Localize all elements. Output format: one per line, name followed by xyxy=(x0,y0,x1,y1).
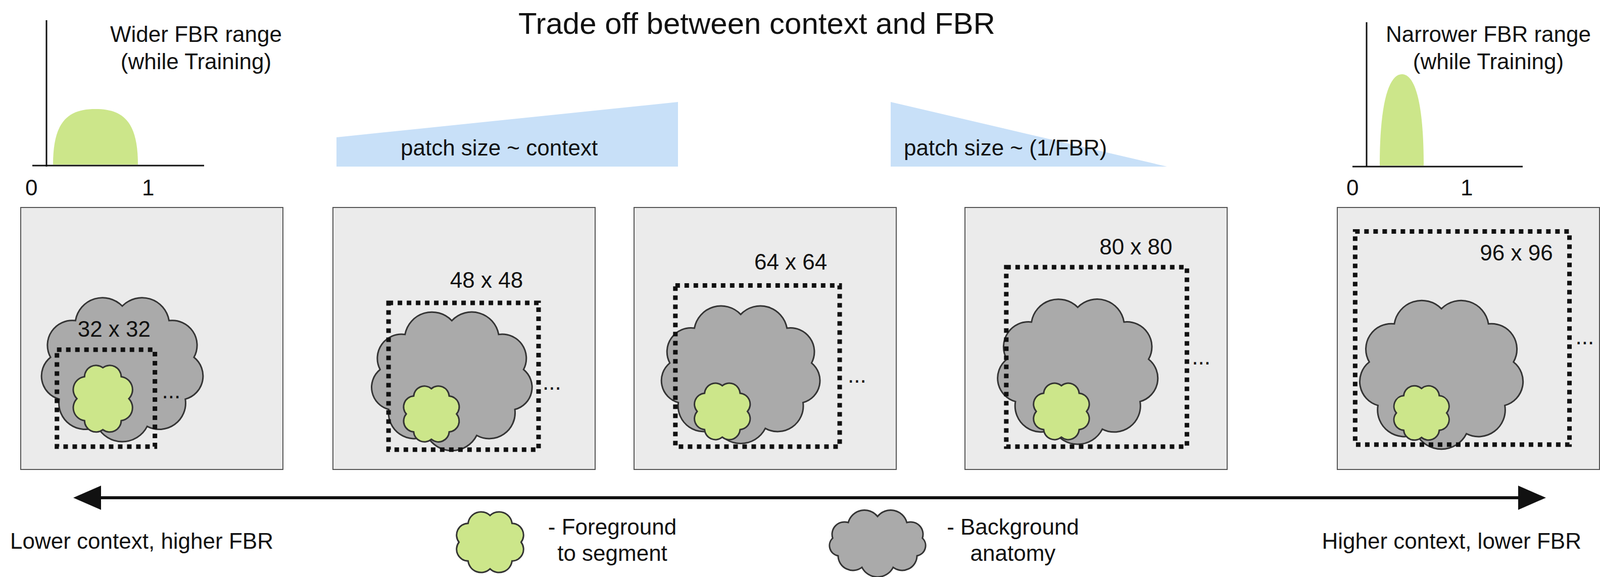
note-label: Higher context, lower FBR xyxy=(1321,527,1582,556)
panel-illustration xyxy=(333,208,595,470)
chart-axis xyxy=(1366,22,1368,167)
patch-square xyxy=(675,285,840,448)
patch-size-label: 96 x 96 xyxy=(1479,239,1553,267)
image-panel: 32 x 32... xyxy=(20,207,284,471)
axis-tick: 1 xyxy=(1460,174,1473,202)
axis-tick: 0 xyxy=(1346,174,1359,202)
background-anatomy xyxy=(371,312,533,452)
panel-illustration xyxy=(965,208,1227,470)
foreground-blob xyxy=(73,365,133,433)
legend-label: - Foreground to segment xyxy=(536,514,689,567)
image-panel: 64 x 64... xyxy=(633,207,897,471)
patch-size-label: 48 x 48 xyxy=(450,266,523,295)
image-panel: 80 x 80... xyxy=(964,207,1228,471)
background-anatomy xyxy=(41,298,204,443)
axis-tick: 1 xyxy=(141,174,155,202)
patch-size-label: 32 x 32 xyxy=(77,315,151,344)
panel-illustration xyxy=(1337,208,1599,470)
wedge-label: patch size ~ context xyxy=(400,134,598,162)
foreground-blob xyxy=(694,383,751,441)
patch-square xyxy=(1006,267,1188,448)
ellipsis-label: ... xyxy=(847,361,867,390)
wedge-band: patch size ~ (1/FBR) xyxy=(890,102,1168,167)
ellipsis-label: ... xyxy=(542,368,562,397)
panel-illustration xyxy=(634,208,896,470)
distribution-bump xyxy=(1379,74,1424,166)
legend-background-sample xyxy=(829,510,926,577)
patch-square xyxy=(1354,231,1570,445)
note-label: Lower context, higher FBR xyxy=(10,527,274,556)
patch-square xyxy=(388,303,539,451)
image-panel: 96 x 96... xyxy=(1336,207,1600,471)
background-anatomy xyxy=(997,299,1158,445)
note-label: Wider FBR range (while Training) xyxy=(100,20,293,76)
ellipsis-label: ... xyxy=(1191,343,1211,371)
distribution-bump xyxy=(53,109,138,165)
panel-illustration xyxy=(21,208,283,470)
wedge-fill xyxy=(336,102,678,167)
wedge-label: patch size ~ (1/FBR) xyxy=(903,134,1107,162)
foreground-blob xyxy=(403,386,460,443)
axis-tick: 0 xyxy=(25,174,38,202)
background-anatomy xyxy=(661,306,820,444)
patch-size-label: 64 x 64 xyxy=(754,248,828,276)
wedge-fill xyxy=(890,102,1168,167)
image-panel: 48 x 48... xyxy=(332,207,596,471)
foreground-blob xyxy=(1033,383,1090,441)
foreground-blob xyxy=(1393,385,1449,441)
arrow-head xyxy=(1518,486,1546,511)
wedge-band: patch size ~ context xyxy=(336,102,678,167)
chart-axis xyxy=(45,20,48,167)
legend-foreground-sample xyxy=(456,512,524,573)
patch-size-label: 80 x 80 xyxy=(1099,233,1173,261)
chart-axis xyxy=(1352,166,1523,168)
patch-square xyxy=(57,350,156,448)
ellipsis-label: ... xyxy=(162,377,181,405)
double-arrow-line xyxy=(88,496,1531,500)
ellipsis-label: ... xyxy=(1575,323,1595,351)
background-anatomy xyxy=(1359,300,1523,450)
legend-label: - Background anatomy xyxy=(934,514,1092,567)
note-label: Narrower FBR range (while Training) xyxy=(1379,20,1597,76)
arrow-head xyxy=(73,486,102,511)
chart-axis xyxy=(32,165,205,167)
